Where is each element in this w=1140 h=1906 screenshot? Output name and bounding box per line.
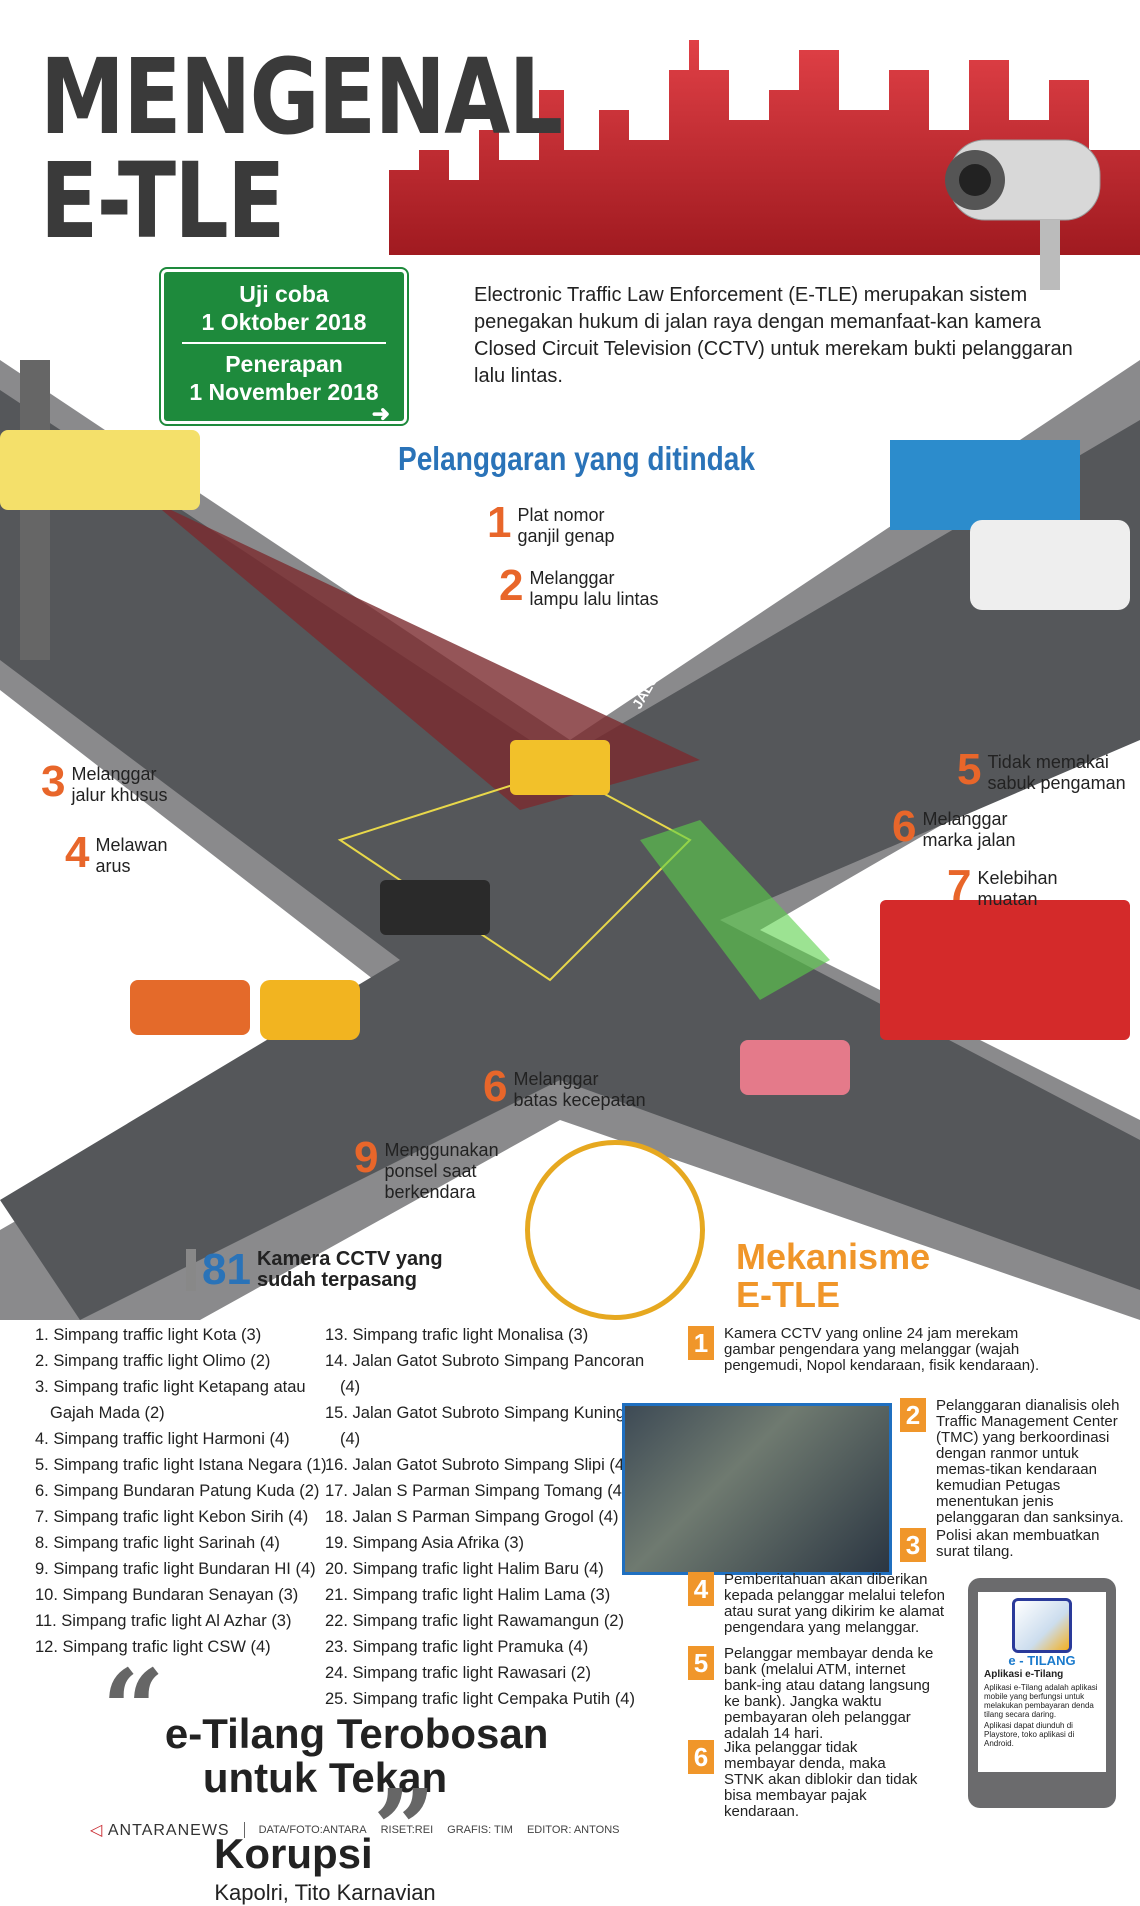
schedule-road-sign: Uji coba 1 Oktober 2018 Penerapan 1 Nove… bbox=[159, 267, 409, 426]
location-item: 4. Simpang traffic light Harmoni (4) bbox=[35, 1430, 290, 1448]
quote-author: Kapolri, Tito Karnavian bbox=[214, 1880, 436, 1905]
location-item: 21. Simpang trafic light Halim Lama (3) bbox=[325, 1586, 611, 1604]
app-title: Aplikasi e-Tilang bbox=[984, 1669, 1064, 1680]
cctv-closeup-illustration bbox=[525, 1140, 705, 1320]
location-item: 22. Simpang trafic light Rawamangun (2) bbox=[325, 1612, 624, 1630]
trial-label: Uji coba bbox=[239, 281, 329, 307]
title-line-1: MENGENAL bbox=[40, 36, 563, 158]
location-item: 16. Jalan Gatot Subroto Simpang Slipi (4… bbox=[325, 1456, 630, 1474]
location-item: 2. Simpang traffic light Olimo (2) bbox=[35, 1352, 271, 1370]
location-item: 11. Simpang trafic light Al Azhar (3) bbox=[35, 1612, 292, 1630]
cctv-count-text: Kamera CCTV yang sudah terpasang bbox=[256, 1248, 443, 1291]
violations-heading: Pelanggaran yang ditindak bbox=[398, 440, 755, 477]
location-item: 19. Simpang Asia Afrika (3) bbox=[325, 1534, 525, 1552]
trial-date: 1 Oktober 2018 bbox=[201, 309, 367, 335]
location-item: 12. Simpang trafic light CSW (4) bbox=[35, 1638, 271, 1656]
location-list-1: 1. Simpang traffic light Kota (3) 2. Simp… bbox=[35, 1322, 335, 1660]
location-item: 20. Simpang trafic light Halim Baru (4) bbox=[325, 1560, 604, 1578]
location-item: 1. Simpang traffic light Kota (3) bbox=[35, 1326, 262, 1344]
cctv-count: 81 Kamera CCTV yang sudah terpasang bbox=[186, 1245, 443, 1295]
location-item: 18. Jalan S Parman Simpang Grogol (4) bbox=[325, 1508, 619, 1526]
location-item: 6. Simpang Bundaran Patung Kuda (2) bbox=[35, 1482, 320, 1500]
quote: “e-Tilang Terobosan untuk Tekan Korupsi”… bbox=[90, 1655, 560, 1906]
open-quote-icon: “ bbox=[101, 1645, 165, 1774]
location-item: 9. Simpang trafic light Bundaran HI (4) bbox=[35, 1560, 316, 1578]
description: Electronic Traffic Law Enforcement (E-TL… bbox=[474, 284, 1073, 387]
location-list-2: 13. Simpang trafic light Monalisa (3) 14.… bbox=[325, 1322, 655, 1712]
tmc-monitor-photo bbox=[622, 1403, 892, 1575]
apply-date: 1 November 2018 bbox=[189, 379, 379, 405]
location-item: 25. Simpang trafic light Cempaka Putih (… bbox=[325, 1690, 635, 1708]
city-skyline-illustration bbox=[389, 40, 1140, 255]
location-item: 23. Simpang trafic light Pramuka (4) bbox=[325, 1638, 589, 1656]
title-line-2: E-TLE bbox=[40, 140, 285, 262]
e-tilang-tablet: e - TILANG Aplikasi e-Tilang Aplikasi e-… bbox=[968, 1578, 1116, 1808]
apply-label: Penerapan bbox=[225, 351, 343, 377]
intersection-illustration: JALUR BUS WAY bbox=[0, 360, 1140, 1320]
count-bar bbox=[186, 1249, 196, 1291]
location-item: 3. Simpang trafic light Ketapang atau Ga… bbox=[35, 1378, 306, 1422]
antara-news-logo: ◁ ANTARANEWS bbox=[90, 1822, 230, 1839]
location-item: 24. Simpang trafic light Rawasari (2) bbox=[325, 1664, 591, 1682]
arrow-right-icon: ➜ bbox=[371, 401, 390, 426]
app-bullet: Aplikasi e-Tilang adalah aplikasi mobile… bbox=[984, 1683, 1098, 1719]
location-item: 14. Jalan Gatot Subroto Simpang Pancoran… bbox=[325, 1352, 645, 1396]
cctv-camera-illustration bbox=[945, 139, 1101, 290]
location-item: 5. Simpang trafic light Istana Negara (1… bbox=[35, 1456, 327, 1474]
location-item: 10. Simpang Bundaran Senayan (3) bbox=[35, 1586, 299, 1604]
app-bullet: Aplikasi dapat diunduh di Playstore, tok… bbox=[984, 1721, 1075, 1748]
location-item: 15. Jalan Gatot Subroto Simpang Kuningan… bbox=[325, 1404, 644, 1448]
location-item: 17. Jalan S Parman Simpang Tomang (4) bbox=[325, 1482, 628, 1500]
e-tilang-app-icon bbox=[1012, 1598, 1072, 1653]
cctv-count-number: 81 bbox=[202, 1245, 251, 1294]
e-tilang-brand: e - TILANG bbox=[1008, 1653, 1076, 1668]
location-item: 7. Simpang trafic light Kebon Sirih (4) bbox=[35, 1508, 309, 1526]
location-item: 8. Simpang trafic light Sarinah (4) bbox=[35, 1534, 280, 1552]
location-item: 13. Simpang trafic light Monalisa (3) bbox=[325, 1326, 589, 1344]
